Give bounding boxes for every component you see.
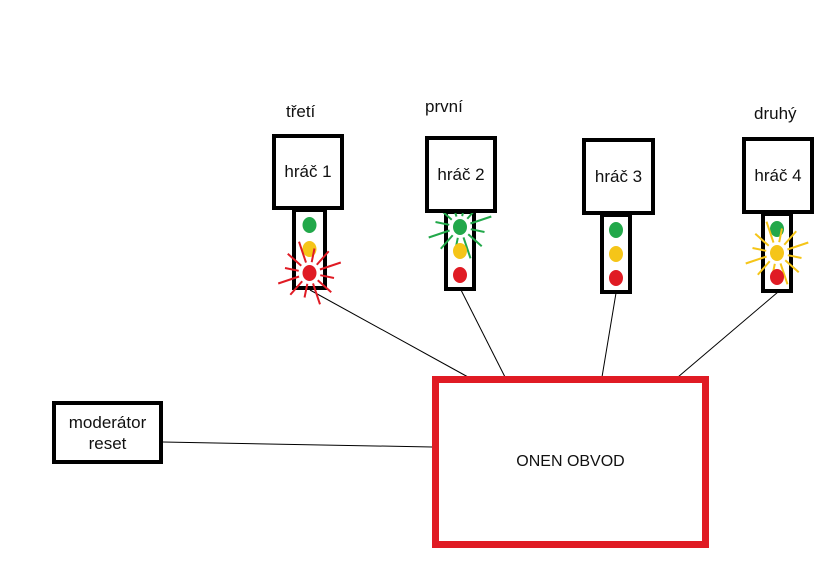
wire-moderator <box>162 441 433 448</box>
light-yellow-player-2 <box>453 243 467 259</box>
glow-ray-player-4 <box>778 228 783 243</box>
light-red-player-4 <box>770 269 784 285</box>
reset-label: reset <box>88 433 127 453</box>
wire-player-4 <box>677 291 779 378</box>
glow-ray-player-4 <box>752 247 767 252</box>
glow-ray-player-4 <box>787 241 809 251</box>
rank-label-player-1: třetí <box>286 102 316 121</box>
light-green-player-3 <box>609 222 623 238</box>
glow-ray-player-1 <box>289 280 303 296</box>
traffic-lights <box>277 195 809 305</box>
player-box-2: hráč 2 <box>425 136 497 213</box>
light-green-player-2 <box>453 219 467 235</box>
wire-player-1 <box>309 289 469 378</box>
moderator-reset-box: moderátor reset <box>52 401 163 464</box>
wire-player-3 <box>601 292 617 378</box>
glow-ray-player-4 <box>787 254 802 259</box>
player-name-1: hráč 1 <box>284 162 332 181</box>
glow-ray-player-1 <box>284 267 299 272</box>
glow-ray-player-4 <box>745 255 767 265</box>
glow-ray-player-2 <box>440 234 454 250</box>
light-yellow-player-3 <box>609 246 623 262</box>
light-red-player-2 <box>453 267 467 283</box>
glow-ray-player-4 <box>757 260 771 276</box>
glow-ray-player-4 <box>783 230 797 246</box>
glow-ray-player-4 <box>784 259 800 273</box>
rank-label-player-4: druhý <box>754 104 797 123</box>
glow-ray-player-1 <box>303 283 309 298</box>
player-box-1: hráč 1 <box>272 134 344 210</box>
glow-ray-player-1 <box>287 253 302 267</box>
glow-ray-player-2 <box>470 215 492 225</box>
circuit-box: ONEN OBVOD <box>432 376 709 548</box>
light-red-player-3 <box>609 270 623 286</box>
glow-ray-player-1 <box>312 283 321 305</box>
glow-ray-player-4 <box>779 263 789 285</box>
player-box-4: hráč 4 <box>742 137 814 214</box>
glow-ray-player-1 <box>317 279 332 293</box>
glow-ray-player-2 <box>462 237 472 259</box>
glow-ray-player-4 <box>765 221 775 243</box>
glow-ray-player-2 <box>428 229 450 239</box>
wires <box>162 289 779 448</box>
glow-ray-player-1 <box>277 275 300 285</box>
glow-ray-player-1 <box>310 248 316 263</box>
glow-ray-player-4 <box>754 233 770 247</box>
glow-ray-player-2 <box>467 233 483 247</box>
light-green-player-1 <box>302 217 317 233</box>
glow-ray-player-1 <box>316 250 330 266</box>
wire-player-2 <box>460 289 506 378</box>
circuit-label: ONEN OBVOD <box>516 453 625 470</box>
glow-ray-player-1 <box>298 241 307 263</box>
light-yellow-player-4 <box>770 245 784 261</box>
light-red-player-1 <box>302 265 317 281</box>
glow-ray-player-2 <box>435 221 450 226</box>
player-name-2: hráč 2 <box>437 164 485 184</box>
player-name-4: hráč 4 <box>754 165 802 185</box>
player-name-3: hráč 3 <box>594 166 643 186</box>
moderator-label: moderátor <box>68 412 147 432</box>
player-box-3: hráč 3 <box>582 138 655 215</box>
rank-label-player-2: první <box>425 97 463 116</box>
glow-ray-player-1 <box>319 261 342 271</box>
glow-ray-player-2 <box>470 228 485 233</box>
glow-ray-player-1 <box>320 274 335 279</box>
